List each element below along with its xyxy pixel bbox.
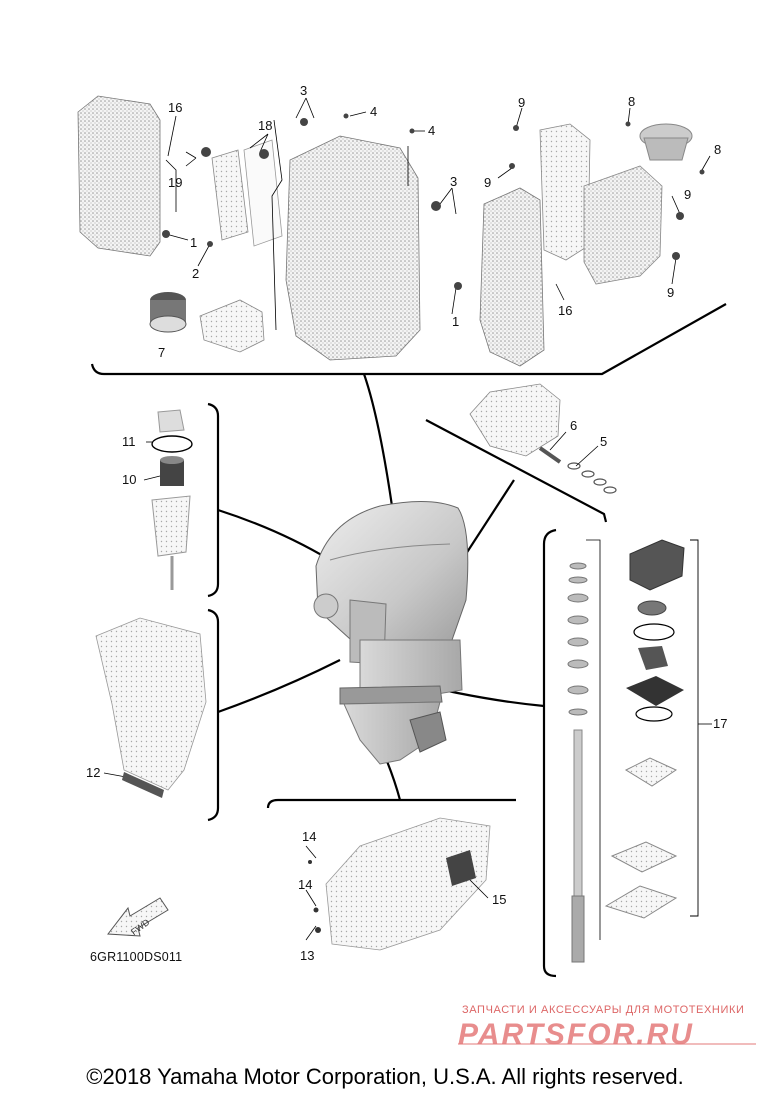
left-upper-bracket xyxy=(207,402,331,598)
callout-16: 16 xyxy=(558,303,573,318)
callout-11: 11 xyxy=(122,434,136,449)
copyright-notice: ©2018 Yamaha Motor Corporation, U.S.A. A… xyxy=(86,1064,684,1089)
callout-15: 15 xyxy=(492,892,507,907)
fuel-filter-part xyxy=(151,409,193,590)
callout-3: 3 xyxy=(300,83,308,98)
callout-6: 6 xyxy=(570,418,578,433)
fwd-arrow-icon xyxy=(107,897,169,937)
callout-10: 10 xyxy=(122,472,137,487)
callout-1: 1 xyxy=(452,314,460,329)
callout-18: 18 xyxy=(258,118,273,133)
callout-4: 4 xyxy=(428,123,436,138)
oil-filter-part xyxy=(149,292,187,333)
gasket-panels xyxy=(211,139,283,247)
crankcase-block-part xyxy=(285,135,421,361)
head-cover-part xyxy=(469,383,617,494)
callout-16: 16 xyxy=(168,100,183,115)
callout-9: 9 xyxy=(518,95,526,110)
top-leader-lines xyxy=(165,97,711,331)
cylinder-head-part xyxy=(479,187,545,367)
water-pump-kit-part xyxy=(604,539,712,919)
callout-5: 5 xyxy=(600,434,608,449)
left-leaders xyxy=(103,441,161,778)
watermark-subtitle: ЗАПЧАСТИ И АКСЕССУАРЫ ДЛЯ МОТОТЕХНИКИ xyxy=(462,1004,745,1016)
drive-shaft-part xyxy=(567,539,601,963)
callout-9: 9 xyxy=(684,187,692,202)
callout-3: 3 xyxy=(450,174,458,189)
outboard-motor-illustration xyxy=(313,500,469,765)
top-fasteners xyxy=(162,113,705,290)
cylinder-block-part xyxy=(77,95,161,257)
intake-manifold-part xyxy=(539,123,663,285)
diagram-code: 6GR1100DS011 xyxy=(90,950,183,964)
left-lower-bracket xyxy=(207,608,341,822)
callout-9: 9 xyxy=(667,285,675,300)
callout-9: 9 xyxy=(484,175,492,190)
top-connector-line xyxy=(362,373,396,521)
exhaust-guide-part xyxy=(95,617,207,798)
callout-19: 19 xyxy=(168,175,183,190)
callout-8: 8 xyxy=(714,142,722,157)
thermostat-cover-part xyxy=(639,123,693,161)
callout-14: 14 xyxy=(302,829,317,844)
callout-13: 13 xyxy=(300,948,315,963)
callout-4: 4 xyxy=(370,104,378,119)
oil-pump-part xyxy=(199,299,265,353)
callout-2: 2 xyxy=(192,266,200,281)
callout-8: 8 xyxy=(628,94,636,109)
top-section-bracket xyxy=(90,303,727,376)
callout-17: 17 xyxy=(713,716,728,731)
callout-7: 7 xyxy=(158,345,166,360)
lower-unit-gearcase-part xyxy=(305,817,491,951)
callout-12: 12 xyxy=(86,765,101,780)
callout-14: 14 xyxy=(298,877,313,892)
watermark-logo: PARTSFOR.RU xyxy=(458,1018,694,1051)
callout-1: 1 xyxy=(190,235,198,250)
